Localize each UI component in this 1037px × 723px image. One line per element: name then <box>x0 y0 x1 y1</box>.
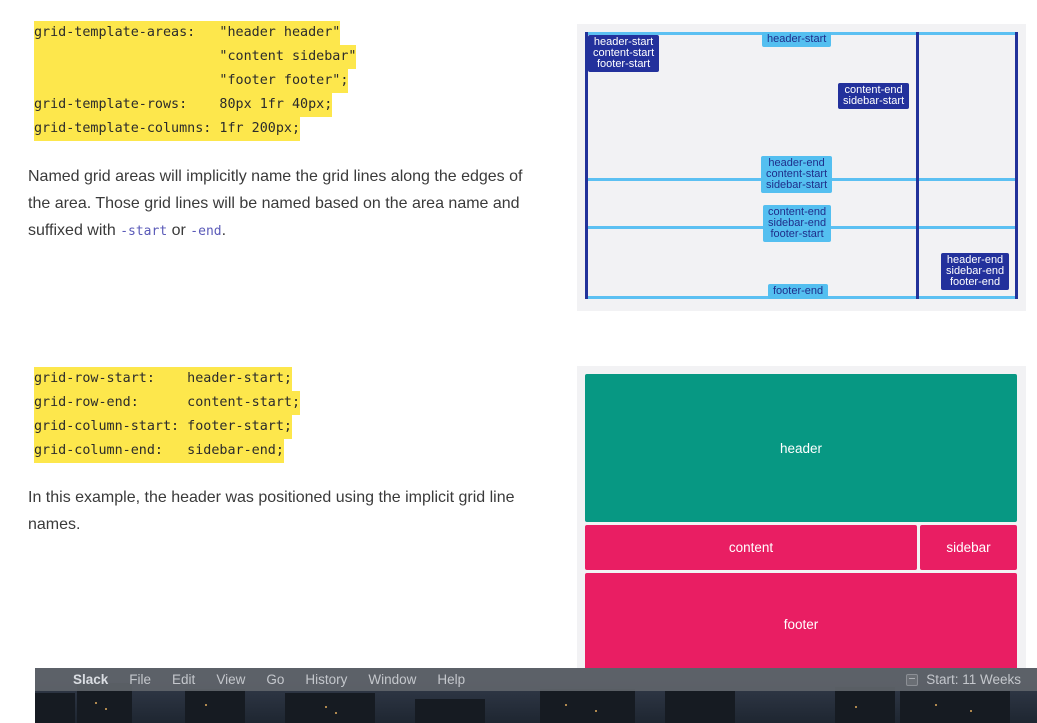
line-name-tag: footer-end <box>768 284 829 299</box>
paragraph-text: Named grid areas will implicitly name th… <box>28 168 523 239</box>
menu-app-slack[interactable]: Slack <box>73 672 109 687</box>
content-area: content <box>585 525 917 570</box>
inline-code-end: -end <box>190 224 222 239</box>
code-block-grid-template: grid-template-areas: "header header" "co… <box>28 21 360 141</box>
code-line: grid-row-end: content-start; <box>34 391 301 415</box>
code-line: "footer footer"; <box>34 69 349 93</box>
menu-go[interactable]: Go <box>266 672 285 687</box>
menubar-status-item[interactable]: Start: 11 Weeks <box>906 668 1021 691</box>
column-line <box>1015 32 1018 299</box>
status-text: Start: 11 Weeks <box>926 672 1021 687</box>
column-line <box>585 32 588 299</box>
code-line: grid-column-start: footer-start; <box>34 415 292 439</box>
area-label: content <box>728 540 774 555</box>
calendar-icon <box>906 673 919 686</box>
header-area: header <box>585 374 1017 522</box>
column-line <box>916 32 919 299</box>
macos-menubar: Slack File Edit View Go History Window H… <box>35 668 1037 691</box>
paragraph-text: . <box>221 222 227 239</box>
sidebar-area: sidebar <box>920 525 1017 570</box>
menu-history[interactable]: History <box>305 672 348 687</box>
menu-window[interactable]: Window <box>368 672 417 687</box>
code-line: grid-template-areas: "header header" <box>34 21 341 45</box>
line-name-tag: header-start <box>762 32 832 47</box>
explanation-paragraph: Named grid areas will implicitly name th… <box>28 163 548 245</box>
grid-areas-diagram: header content sidebar footer <box>577 366 1026 676</box>
menu-help[interactable]: Help <box>437 672 466 687</box>
menu-view[interactable]: View <box>216 672 246 687</box>
example-paragraph: In this example, the header was position… <box>28 489 515 533</box>
area-label: sidebar <box>946 540 991 555</box>
menu-edit[interactable]: Edit <box>172 672 196 687</box>
area-label: footer <box>783 617 819 632</box>
inline-code-start: -start <box>120 224 168 239</box>
menu-file[interactable]: File <box>129 672 152 687</box>
code-line: grid-template-columns: 1fr 200px; <box>34 117 301 141</box>
paragraph-text: or <box>167 222 191 239</box>
code-block-grid-placement: grid-row-start: header-start; grid-row-e… <box>28 367 304 463</box>
area-label: header <box>779 440 823 456</box>
footer-area: footer <box>585 573 1017 676</box>
code-line: grid-row-start: header-start; <box>34 367 292 391</box>
code-line: grid-column-end: sidebar-end; <box>34 439 284 463</box>
code-line: grid-template-rows: 80px 1fr 40px; <box>34 93 333 117</box>
code-line: "content sidebar" <box>34 45 357 69</box>
